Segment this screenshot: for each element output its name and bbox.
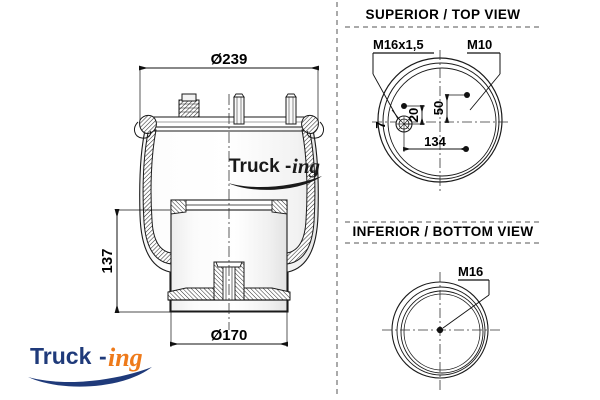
bottom-view-ring-3 — [400, 290, 484, 374]
top-view-group: SUPERIOR / TOP VIEW M — [366, 7, 521, 192]
watermark-swoosh — [228, 176, 322, 190]
watermark-dash-text: - — [285, 156, 291, 177]
brand-logo-ing: ing — [108, 343, 143, 372]
brand-logo-swoosh — [28, 367, 152, 387]
top-air-port-fitting — [178, 93, 200, 118]
dimension-piston-diameter: Ø170 — [170, 312, 288, 347]
top-stud-right — [285, 93, 297, 125]
label-m16-text: M16 — [458, 264, 483, 279]
bottom-view-group: INFERIOR / BOTTOM VIEW M16 — [352, 224, 533, 392]
label-m10: M10 — [467, 37, 501, 111]
top-view-stud-right — [464, 92, 470, 98]
bottom-view-title: INFERIOR / BOTTOM VIEW — [352, 224, 533, 239]
label-m10-text: M10 — [467, 37, 492, 52]
piston-corner-right — [271, 199, 288, 215]
dimension-outer-diameter: Ø239 — [139, 51, 319, 120]
dim-offset-7-text: 7 — [373, 121, 388, 128]
label-m16: M16 — [442, 264, 490, 329]
bottom-view-ring-4 — [403, 293, 481, 371]
bottom-view-ring-2 — [396, 286, 486, 376]
dimension-offset-20: 20 — [404, 105, 425, 125]
dim-spacing-134-text: 134 — [424, 134, 446, 149]
watermark-logo: Truck - ing — [228, 154, 322, 190]
top-view-ring-inner — [387, 67, 497, 177]
dimension-spacing-134: 134 — [403, 128, 467, 152]
dimension-offset-50: 50 — [431, 94, 465, 123]
main-front-view: Ø239 137 Ø170 Truck - ing — [99, 51, 324, 347]
bead-lip-right — [306, 121, 324, 139]
bottom-view-center-hole — [436, 326, 444, 334]
bottom-center-boss-cap — [215, 261, 243, 268]
dim-offset-20-text: 20 — [406, 108, 421, 122]
dimension-height: 137 — [99, 209, 170, 313]
dim-outer-diameter-text: Ø239 — [211, 51, 248, 68]
dimension-offset-7: 7 — [373, 109, 401, 129]
bead-crimp-right — [301, 114, 319, 134]
dim-piston-diameter-text: Ø170 — [211, 327, 248, 344]
dim-offset-50-text: 50 — [431, 101, 446, 115]
label-m16x15: M16x1,5 — [372, 37, 434, 120]
piston-corner-left — [170, 199, 187, 215]
bead-crimp-left — [139, 114, 157, 134]
dim-height-text: 137 — [99, 248, 116, 273]
top-stud-center — [233, 93, 245, 125]
brand-logo: Truck - ing — [28, 343, 152, 387]
bead-lip-left — [134, 121, 152, 139]
label-m16x15-text: M16x1,5 — [373, 37, 424, 52]
watermark-ing-text: ing — [292, 154, 320, 178]
watermark-truck-text: Truck — [229, 156, 280, 177]
brand-logo-dash: - — [99, 343, 107, 369]
top-view-title: SUPERIOR / TOP VIEW — [366, 7, 521, 22]
top-view-ring-mid — [382, 62, 500, 180]
brand-logo-truck: Truck — [30, 343, 92, 369]
